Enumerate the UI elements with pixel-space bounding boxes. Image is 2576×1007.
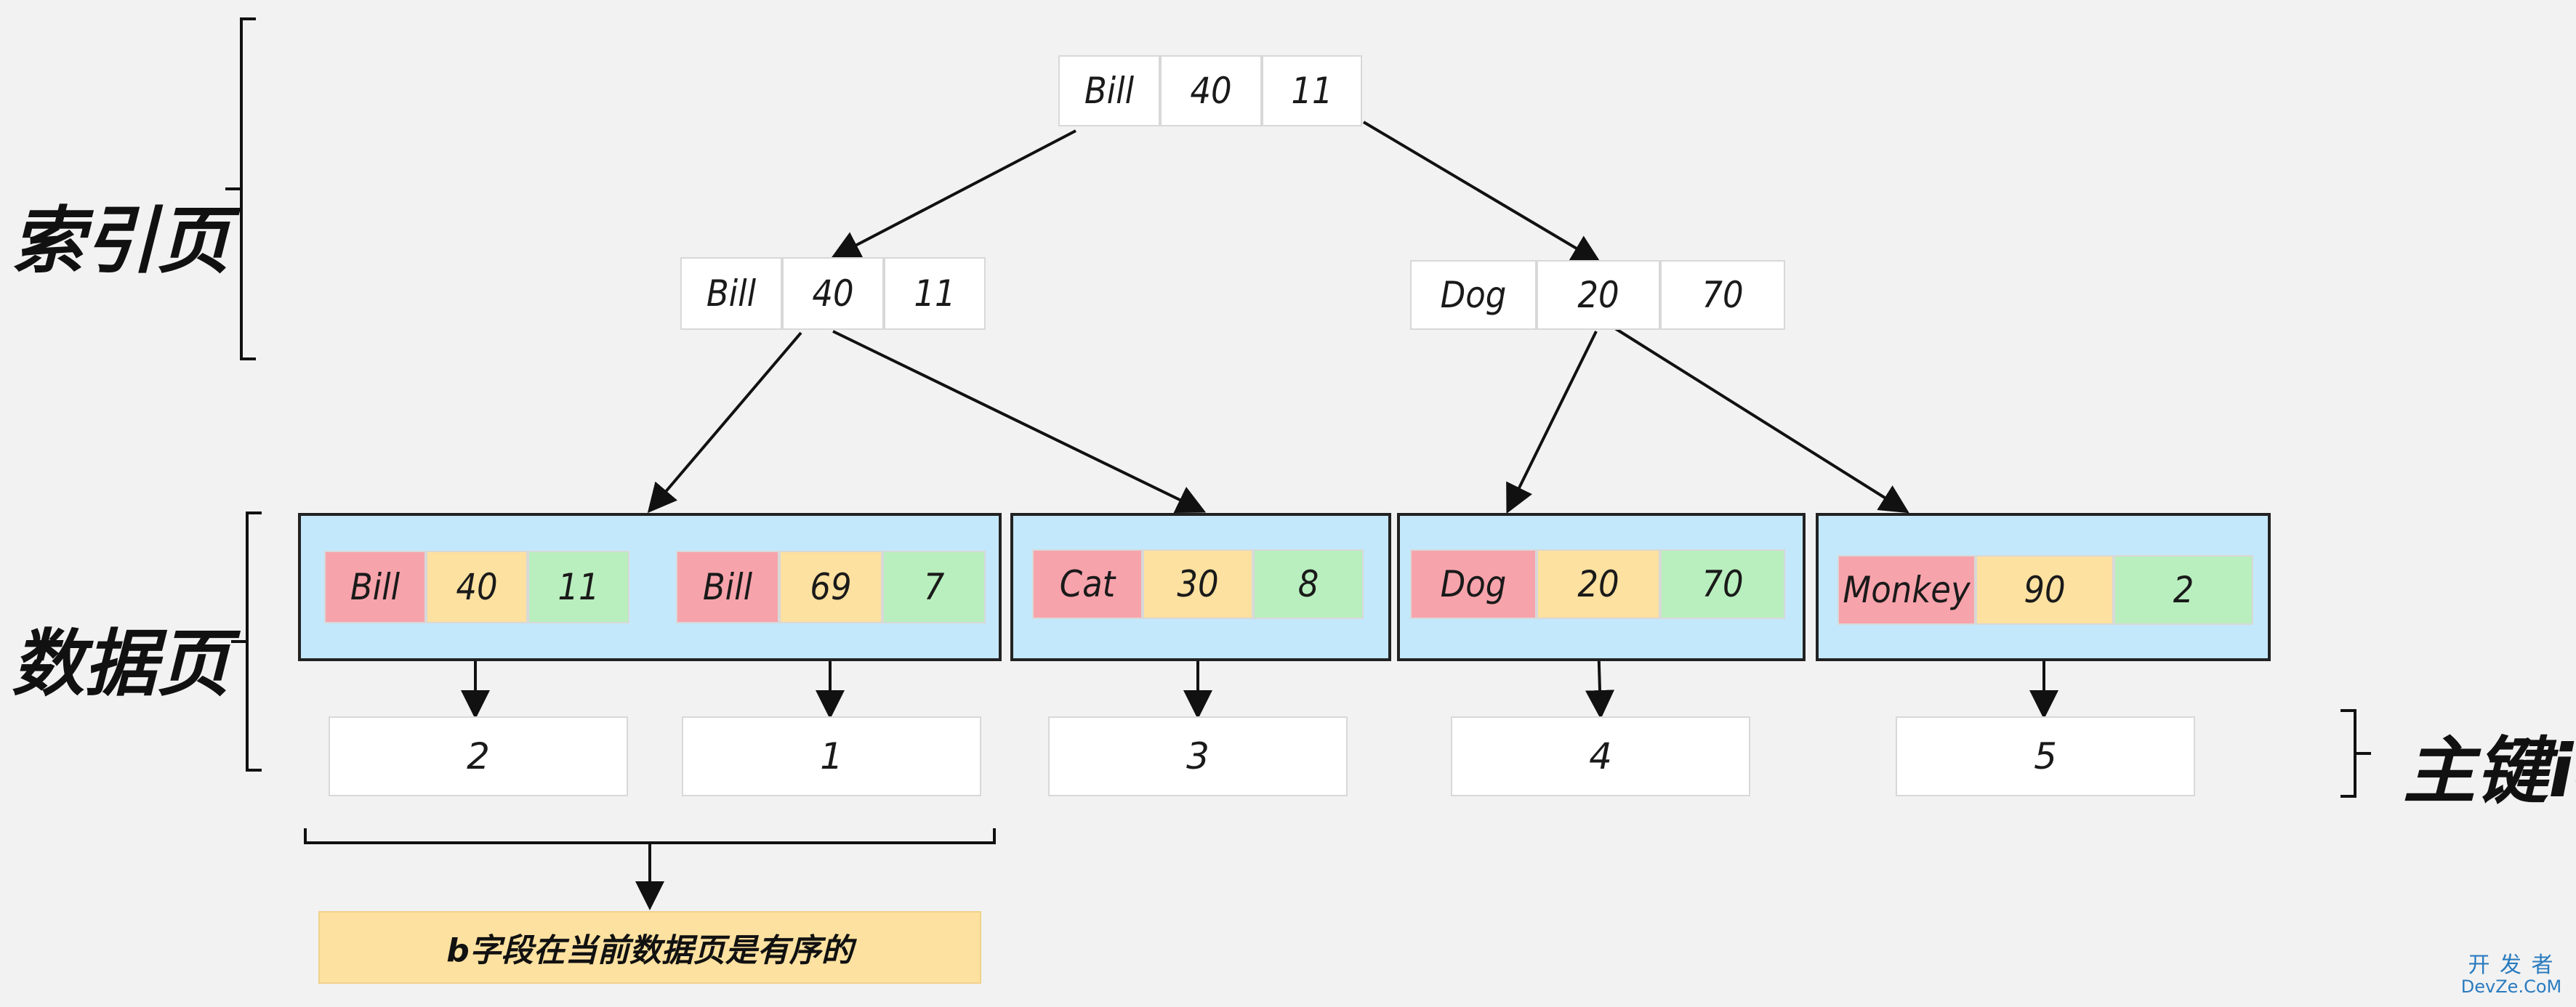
data-page-bracket [231,511,262,772]
index-right-name: Dog [1410,260,1537,330]
primary-key-label: 主键id [2403,729,2576,814]
page3-row1-b: 20 [1537,549,1660,619]
page1-row1-name: Bill [324,551,426,623]
arrow-left-to-page2 [832,330,1207,513]
primary-id-box-4: 4 [1451,716,1750,796]
index-page-label: 索引页 [12,198,230,283]
page2-row1-name: Cat [1032,549,1143,619]
arrow-root-to-left [830,129,1076,259]
arrow-root-to-right [1362,121,1601,264]
index-left-id: 11 [884,257,986,330]
page4-row1-b: 90 [1976,555,2114,625]
index-left-b: 40 [782,257,884,330]
arrow-right-to-page4 [1614,327,1909,514]
index-right-id: 70 [1660,260,1785,330]
primary-id-box-1: 2 [329,716,628,796]
page1-row2-b: 69 [779,551,882,623]
arrow-right-to-page3 [1506,331,1598,514]
page1-row1-id: 11 [528,551,629,623]
primary-key-bracket [2340,709,2371,798]
page2-row1-id: 8 [1253,549,1364,619]
page3-row1-id: 70 [1660,549,1785,619]
index-root-name: Bill [1058,55,1160,126]
page4-row1-id: 2 [2114,555,2253,625]
primary-id-box-3: 3 [1048,716,1348,796]
watermark-line2: DevZe.CoM [2460,976,2562,997]
index-root-id: 11 [1262,55,1362,126]
index-right-b: 20 [1537,260,1660,330]
page2-row1-b: 30 [1143,549,1253,619]
index-left-name: Bill [680,257,782,330]
watermark-line1: 开 发 者 [2468,953,2555,978]
primary-id-box-2: 1 [682,716,981,796]
page1-row2-id: 7 [882,551,986,623]
primary-id-box-5: 5 [1896,716,2195,796]
page1-row1-b: 40 [426,551,528,623]
page1-row2-name: Bill [676,551,779,623]
page3-row1-name: Dog [1410,549,1537,619]
ordered-note: b字段在当前数据页是有序的 [318,911,981,984]
index-root-b: 40 [1160,55,1262,126]
data-page-label: 数据页 [12,621,230,706]
arrow-left-to-page1 [647,331,802,514]
watermark-logo: 开 发 者 DevZe.CoM [2457,953,2566,996]
note-bracket [304,828,996,905]
index-page-bracket [225,17,256,360]
page4-row1-name: Monkey [1838,555,1976,625]
